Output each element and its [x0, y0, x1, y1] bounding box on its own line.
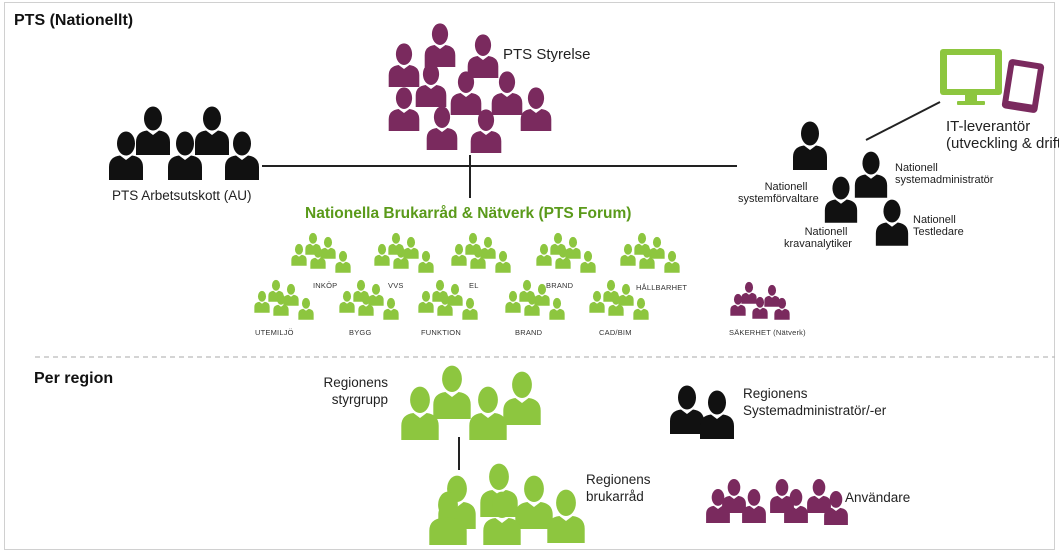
forum-title: Nationella Brukarråd & Nätverk (PTS Foru…: [305, 205, 632, 222]
krav-label-1: Nationell: [804, 226, 848, 238]
network-label-sakerhet: SÄKERHET (Nätverk): [729, 328, 806, 337]
region-brukarrad-group: [429, 463, 585, 545]
au-group: [109, 106, 259, 180]
sysadm-label-1: Nationell: [895, 162, 938, 174]
section-title-national: PTS (Nationellt): [14, 12, 134, 29]
region-sysadm-label-2: Systemadministratör/-er: [743, 403, 887, 418]
sysforv-person: [793, 121, 827, 170]
section-title-region: Per region: [34, 370, 114, 387]
sysforv-label-2: systemförvaltare: [738, 193, 819, 205]
connector-lines: [262, 101, 941, 470]
krav-label-2: kravanalytiker: [784, 238, 852, 250]
it-vendor-label-1: IT-leverantör: [946, 118, 1031, 135]
forum-label-funktion: FUNKTION: [421, 328, 461, 337]
diagram-frame: [4, 2, 1055, 550]
au-label: PTS Arbetsutskott (AU): [112, 188, 252, 203]
forum-label-brand-bottom: BRAND: [515, 328, 543, 337]
forum-label-cad-bim: CAD/BIM: [599, 328, 632, 337]
test-person: [875, 199, 909, 246]
sysadm-label-2: systemadministratör: [895, 174, 994, 186]
region-brukarrad-label-1: Regionens: [586, 472, 651, 487]
forum-label-bygg: BYGG: [349, 328, 372, 337]
forum-group-hallbarhet: [620, 232, 680, 273]
monitor-icon: [940, 49, 1002, 105]
forum-label-vvs: VVS: [388, 281, 404, 290]
forum-group-inkop: [291, 232, 351, 273]
forum-label-inkop: INKÖP: [313, 281, 338, 290]
region-brukarrad-label-2: brukarråd: [586, 489, 644, 504]
test-label-2: Testledare: [913, 226, 964, 238]
it-vendor-connector: [865, 101, 941, 141]
test-label-1: Nationell: [913, 214, 956, 226]
forum-group-brand-top: [536, 232, 596, 273]
forum-group-vvs: [374, 232, 434, 273]
region-sysadm-label-1: Regionens: [743, 386, 808, 401]
network-group-sakerhet: [730, 281, 790, 320]
region-styrgrupp-label-2: styrgrupp: [331, 392, 388, 407]
tablet-icon: [1001, 59, 1045, 113]
styrelse-group: [388, 23, 552, 153]
styrelse-label: PTS Styrelse: [503, 46, 591, 63]
region-styrgrupp-group: [401, 365, 541, 440]
sysforv-label-1: Nationell: [764, 181, 808, 193]
region-users-label: Användare: [845, 490, 911, 505]
it-vendor-label-2: (utveckling & drift): [946, 135, 1059, 152]
forum-group-el: [451, 232, 511, 273]
region-users-group: [706, 479, 848, 525]
forum-label-hallbarhet: HÅLLBARHET: [636, 283, 688, 292]
region-styrgrupp-label-1: Regionens: [323, 375, 388, 390]
krav-person: [824, 176, 858, 223]
forum-label-brand-top: BRAND: [546, 281, 574, 290]
region-sysadm-group: [670, 385, 734, 439]
forum-label-utemiljo: UTEMILJÖ: [255, 328, 294, 337]
forum-group-utemiljo: [254, 279, 314, 320]
forum-label-el: EL: [469, 281, 479, 290]
sysadm-person: [854, 151, 888, 198]
